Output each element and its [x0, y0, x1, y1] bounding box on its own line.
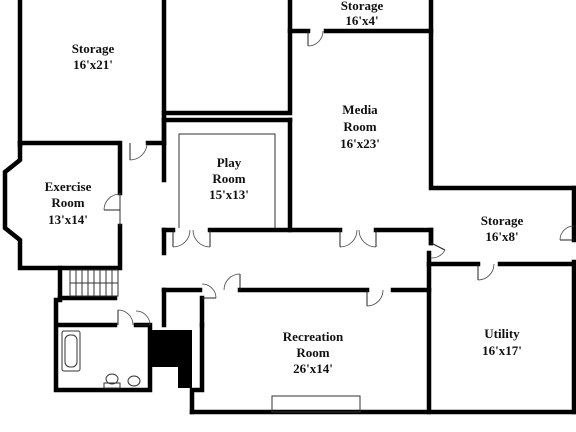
- wall-media-right: [428, 28, 576, 191]
- staircase: [69, 269, 119, 297]
- fireplace: [271, 395, 361, 413]
- door-left-storage: [129, 142, 148, 161]
- bathtub: [61, 330, 81, 372]
- door-storage-right: [430, 242, 446, 259]
- details: [61, 133, 361, 413]
- door-exercise: [103, 193, 121, 211]
- storage-right-name: Storage: [481, 213, 524, 228]
- toilet-tank: [103, 382, 121, 389]
- recreation-room-line2: Room: [296, 345, 329, 360]
- door-exterior-right: [559, 225, 575, 241]
- storage-right-size: 16'x8': [485, 229, 518, 244]
- bathtub-inner: [64, 334, 78, 368]
- play-room-line1: Play: [217, 155, 242, 170]
- exercise-room-line1: Exercise: [45, 179, 92, 194]
- play-room-line2: Room: [212, 171, 245, 186]
- door-play-room: [172, 229, 211, 248]
- wall-exercise: [2, 140, 123, 271]
- wall-media-bottom: [373, 227, 434, 246]
- toilet-bowl: [105, 373, 119, 385]
- door-recreation-right: [366, 289, 384, 307]
- storage-top-size: 16'x4': [345, 13, 378, 28]
- door-media-room: [339, 229, 377, 248]
- door-bath: [117, 309, 134, 326]
- mechanical-chase: [151, 330, 192, 388]
- labels: Storage 16'x4' Storage 16'x21' Media Roo…: [45, 0, 524, 376]
- media-room-size: 16'x23': [340, 136, 380, 151]
- exercise-room-size: 13'x14': [48, 212, 88, 227]
- storage-left-size: 16'x21': [73, 57, 113, 72]
- play-room-inner-frame: [178, 133, 276, 228]
- door-recreation-left: [223, 273, 241, 291]
- storage-top-name: Storage: [341, 0, 384, 13]
- utility-name: Utility: [484, 326, 520, 341]
- doors: [103, 30, 575, 326]
- media-room-line2: Room: [343, 119, 376, 134]
- storage-left-name: Storage: [72, 41, 115, 56]
- door-top-storage: [307, 30, 324, 47]
- media-room-line1: Media: [342, 102, 378, 117]
- recreation-room-size: 26'x14': [293, 361, 333, 376]
- door-utility: [477, 263, 495, 281]
- recreation-room-line1: Recreation: [283, 329, 344, 344]
- exercise-room-line2: Room: [51, 195, 84, 210]
- sink: [127, 375, 141, 387]
- utility-size: 16'x17': [482, 343, 522, 358]
- door-corridor: [135, 310, 151, 326]
- walls: [2, 0, 576, 415]
- play-room-size: 15'x13': [209, 187, 249, 202]
- door-hall: [201, 283, 217, 299]
- wall-rec-inner-left2: [189, 322, 205, 415]
- wall-center-block: [161, 0, 293, 116]
